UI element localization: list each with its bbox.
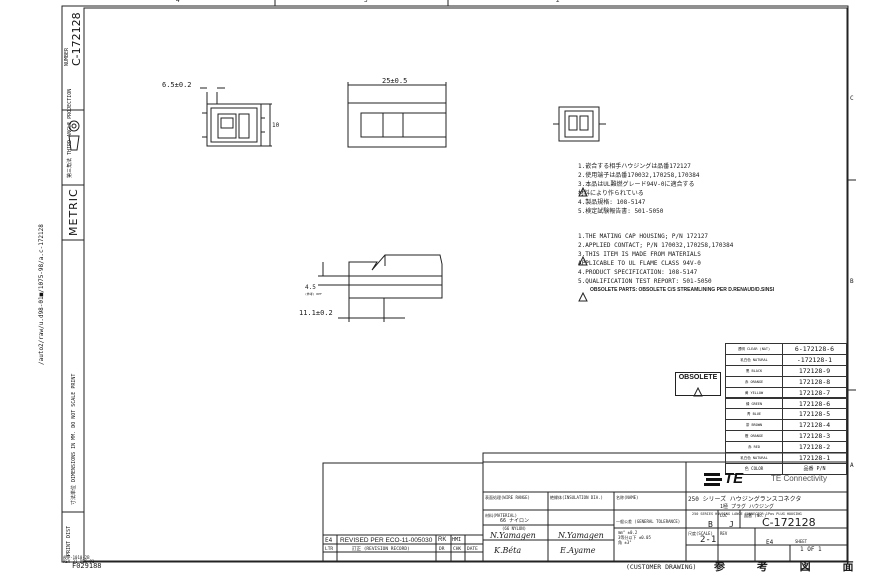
title-jp: 250 シリーズ ハウジングランスコネクタ: [688, 496, 802, 503]
note-obsolete: OBSOLETE PARTS: OBSOLETE C/S STREAMLININ…: [590, 287, 775, 293]
loc-value: B: [708, 520, 713, 529]
sheet-label: SHEET: [795, 539, 808, 544]
rev-triangle-icon: [578, 292, 588, 302]
rev-hdr-desc: 訂正 (REVISION RECORD): [352, 547, 410, 552]
note-en-2: 2.APPLIED CONTACT; P/N 170032,170258,170…: [578, 242, 734, 249]
material-value-en: (66 NYLON): [502, 526, 527, 531]
zone-b: B: [850, 278, 854, 285]
note-jp-3b: 材料により作られている: [578, 190, 644, 197]
zone-c: C: [850, 95, 854, 102]
side-path: /auto2/raw/u.d98-01■/1075-98/a.c-172128: [38, 224, 45, 365]
dwg-value: C-172128: [762, 516, 816, 529]
file-number: F029188: [72, 562, 102, 570]
projection-symbol-icon: [68, 120, 80, 151]
zone-3: 3: [364, 0, 368, 4]
note-jp-3: 3.本品はUL難燃グレード94V-0に適合する: [578, 181, 695, 188]
rev-triangle-icon: [693, 386, 703, 397]
dim-height: 10: [272, 122, 280, 129]
front-view: [200, 87, 272, 147]
note-en-3b: APPLICABLE TO UL FLAME CLASS 94V-0: [578, 260, 701, 267]
tolerance-label: 一般公差 (GENERAL TOLERANCE): [616, 519, 681, 524]
note-en-1: 1.THE MATING CAP HOUSING; P/N 172127: [578, 233, 709, 240]
end-view: [553, 106, 606, 142]
note-jp-2: 2.使用端子は品番170032,170258,170384: [578, 172, 700, 179]
dim-width: 6.5±0.2: [162, 81, 192, 89]
rev-value: E4: [766, 539, 774, 546]
rev-triangle-icon: [578, 187, 588, 197]
signature-2: N.Yamagen: [558, 531, 604, 540]
signature-4: E.Ayame: [560, 546, 596, 555]
notes-english: 1.THE MATING CAP HOUSING; P/N 172127 2.A…: [578, 232, 774, 295]
scale-value: 2-1: [700, 535, 717, 545]
note-en-4: 4.PRODUCT SPECIFICATION: 108-5147: [578, 269, 698, 276]
dwg-label: 図番 (No.): [744, 513, 767, 518]
rev-code: REV 31 DEC 91: [63, 559, 95, 564]
te-logo-text: TE: [724, 470, 744, 487]
note-jp-5: 5.検定試験報告書: 501-5050: [578, 208, 664, 215]
rev-chk: HMI: [452, 537, 462, 543]
rev-hdr-date: DATE: [467, 547, 478, 552]
tol-row-1: mm° ±0.2: [618, 530, 638, 535]
te-logo-bars-icon: [704, 473, 722, 486]
note-en-3: 3.THIS ITEM IS MADE FROM MATERIALS: [578, 251, 701, 258]
dim-4-5: 4.5: [305, 284, 316, 291]
title-en: 250 SERIES HOUSING LANCE CONNECTOR 1Pos …: [692, 512, 802, 516]
note-jp-4: 4.製品規格: 108-5147: [578, 199, 646, 206]
rev-by: RK: [438, 537, 447, 543]
rev-triangle-icon: [578, 256, 588, 266]
footer-reference-drawing: 参 考 図 面: [714, 560, 868, 573]
zone-2: 2: [556, 0, 560, 4]
print-dist: PRINT DIST: [66, 525, 72, 556]
rev-label: REV: [720, 531, 728, 536]
finish-label: 表面処理(WIRE RANGE): [485, 495, 530, 500]
dim-11-1: 11.1±0.2: [299, 309, 333, 317]
sheet-value: 1 OF 1: [800, 546, 822, 553]
rev-ltr: E4: [325, 537, 333, 544]
loc-label: LOC: [720, 513, 728, 518]
dim-length: 25±0.5: [382, 77, 408, 85]
notes-japanese: 1.嵌合する相手ハウジングは品番172127 2.使用端子は品番170032,1…: [578, 162, 699, 216]
dim-4-5-ref: (参考) REF: [305, 292, 322, 296]
material-value: 66 ナイロン: [500, 518, 530, 524]
units-note: 寸法単位 DIMENSIONS IN MM. DO NOT SCALE PRIN…: [71, 373, 77, 505]
insulation-label: 絶縁体(INSULATION DIA.): [550, 495, 603, 500]
amp-code: AMP-1010-2B: [63, 555, 90, 560]
size-value: J: [729, 520, 734, 529]
obsolete-label: OBSOLETE: [678, 374, 718, 381]
te-logo: TE: [704, 470, 754, 488]
signature-3: K.Béta: [494, 546, 522, 555]
tol-row-3: 角 ±3°: [618, 540, 632, 545]
note-en-5: 5.QUALIFICATION TEST REPORT: 501-5050: [578, 278, 712, 285]
zone-4: 4: [176, 0, 180, 4]
doc-number-value: C-172128: [70, 12, 83, 66]
zone-a: A: [850, 462, 854, 469]
scale-label: 尺度(SCALE): [688, 531, 713, 536]
note-jp-1: 1.嵌合する相手ハウジングは品番172127: [578, 163, 691, 170]
material-label: 材料(MATERIAL): [485, 513, 518, 518]
rev-hdr-dr: DR: [439, 547, 445, 552]
part-header: 品番 P/N: [782, 462, 847, 475]
company-name: TE Connectivity: [771, 474, 828, 483]
rev-hdr-chk: CHK: [453, 547, 462, 552]
name-label: 名称(NAME): [616, 495, 639, 500]
section-view: [318, 254, 443, 322]
tol-row-2: 3等分以下 ±0.05: [618, 535, 651, 540]
signature-1: N.Yamagen: [490, 531, 536, 540]
rev-desc: REVISED PER ECO-11-005030: [340, 537, 433, 544]
rev-hdr-ltr: LTR: [325, 547, 334, 552]
title-jp2: 1極 プラグ ハウジング: [720, 504, 775, 510]
obsolete-stamp: OBSOLETE: [675, 372, 721, 397]
side-view: [347, 82, 447, 148]
metric-label: METRIC: [67, 188, 80, 236]
footer-customer-drawing: (CUSTOMER DRAWING): [626, 563, 697, 571]
